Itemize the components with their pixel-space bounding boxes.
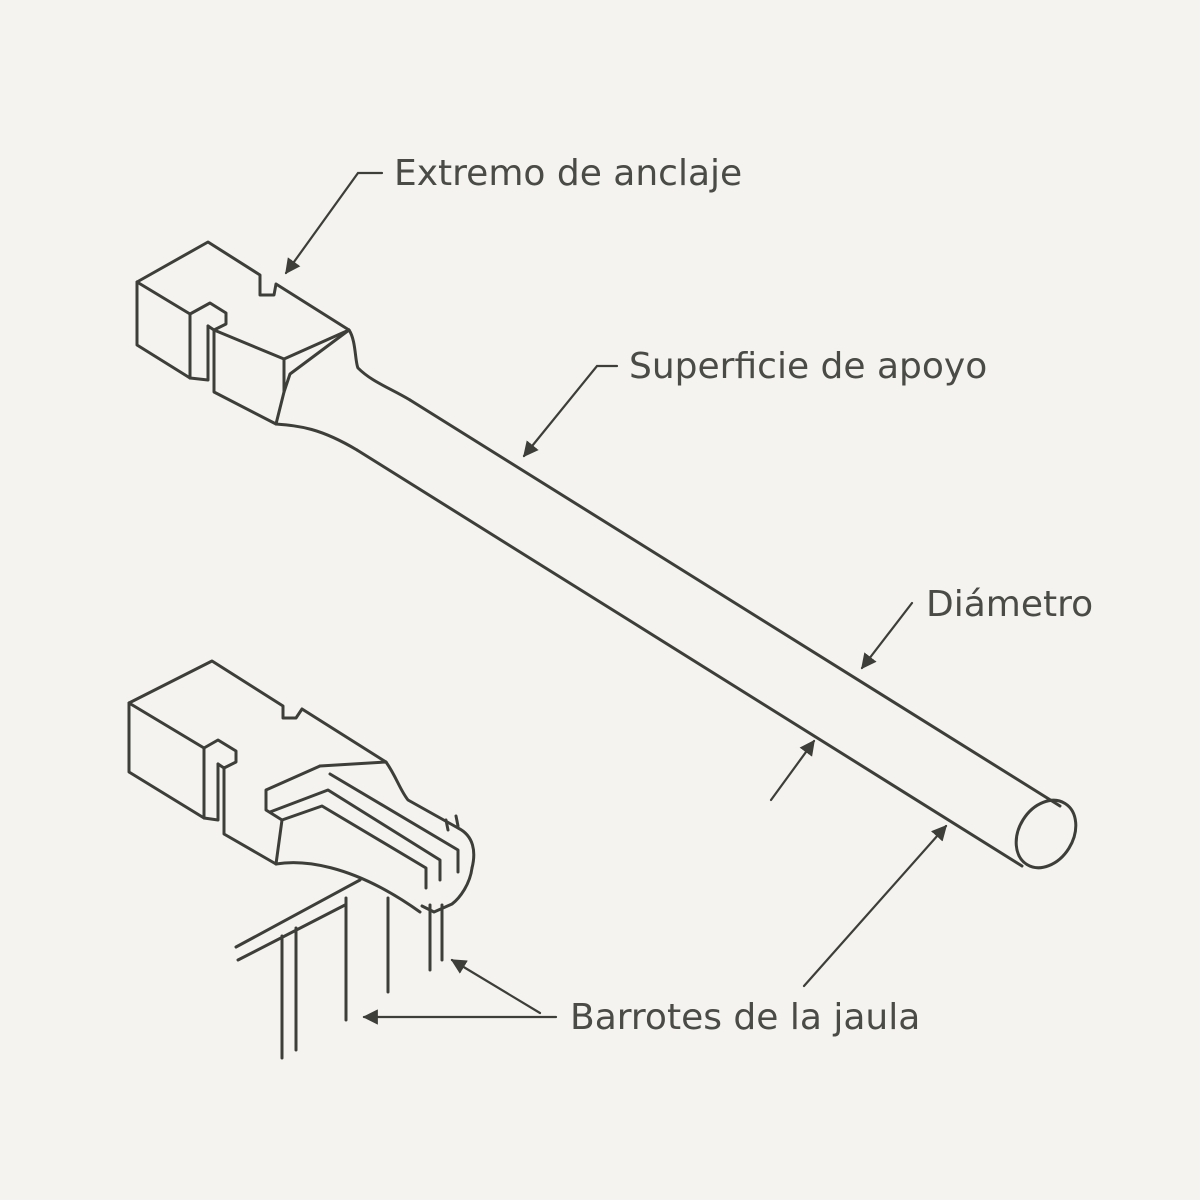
pin-shaft-top-edge — [408, 398, 1062, 808]
leader-diameter-top — [860, 601, 914, 670]
detail-notch — [202, 738, 238, 770]
pin-detail — [127, 659, 476, 914]
anchor-block-top-face — [135, 240, 351, 332]
leader-anchor-end — [284, 171, 384, 275]
detail-block-left-segment — [127, 701, 206, 820]
pin-neck-bottom — [274, 422, 359, 452]
cage-bar-diagonal-2 — [236, 903, 347, 962]
pin-shaft-bottom-edge — [355, 448, 1024, 868]
pin-main — [135, 240, 1078, 870]
label-bearing-surface: Superficie de apoyo — [629, 346, 988, 387]
detail-block-right-segment — [222, 764, 322, 866]
cage-bar-diagonal-1 — [234, 878, 362, 949]
detail-groove — [318, 760, 476, 870]
label-anchor-end: Extremo de anclaje — [394, 153, 743, 194]
leader-bearing-surface — [522, 364, 619, 458]
pin-end-face — [1014, 798, 1078, 870]
leader-diameter-bottom — [769, 739, 816, 802]
leader-lines — [284, 171, 948, 1025]
detail-block-top-face — [127, 659, 388, 764]
cage-bars — [234, 878, 444, 1060]
leader-cage-bars-2 — [450, 958, 542, 1015]
pin-neck-top — [347, 328, 412, 402]
label-cage-bars: Barrotes de la jaula — [570, 997, 921, 1038]
anchor-block-left-segment — [135, 280, 192, 380]
leader-diameter-outer — [802, 824, 948, 988]
label-diameter: Diámetro — [926, 584, 1094, 625]
anchor-block-right-segment — [212, 328, 286, 426]
